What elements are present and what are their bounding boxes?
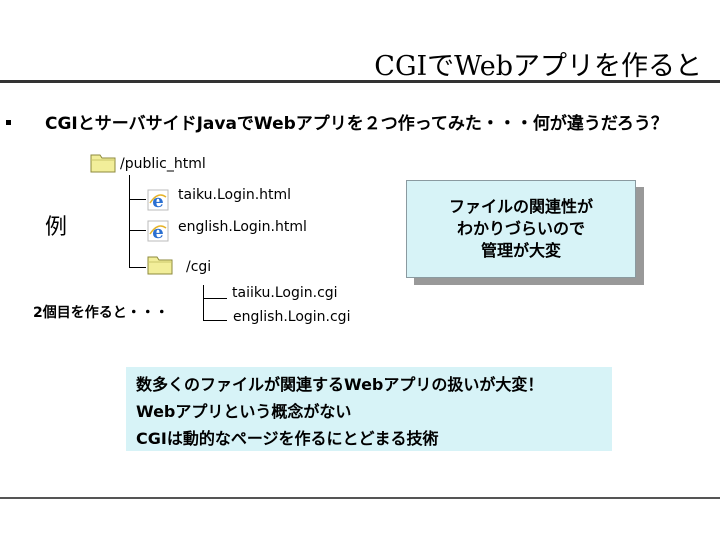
bullet-text: CGIとサーバサイドJavaでWebアプリを２つ作ってみた・・・何が違うだろう？	[45, 114, 668, 134]
root-folder-label: /public_html	[120, 156, 206, 172]
folder-icon	[147, 256, 173, 275]
svg-text:e: e	[152, 222, 163, 242]
tree-line	[203, 285, 204, 321]
summary-line: 数多くのファイルが関連するWebアプリの扱いが大変！	[136, 375, 544, 394]
title-divider	[0, 80, 720, 83]
tree-line	[129, 199, 146, 200]
svg-text:e: e	[152, 191, 163, 211]
file-label-taiku-login-html: taiku.Login.html	[178, 187, 292, 203]
callout-line: ファイルの関連性が	[448, 197, 593, 216]
tree-line	[129, 230, 146, 231]
footer-divider	[0, 497, 720, 499]
summary-box: 数多くのファイルが関連するWebアプリの扱いが大変！ Webアプリという概念がな…	[126, 367, 612, 451]
callout-line: 管理が大変	[480, 241, 561, 260]
slide-title: CGIでWebアプリを作ると	[374, 51, 702, 82]
tree-line	[203, 320, 227, 321]
tree-line	[203, 298, 227, 299]
folder-icon	[90, 154, 116, 173]
second-app-label: 2個目を作ると・・・	[33, 305, 169, 321]
cgi-folder-label: /cgi	[186, 259, 212, 275]
tree-line	[129, 175, 130, 268]
summary-line: CGIは動的なページを作るにとどまる技術	[136, 429, 439, 448]
summary-line: Webアプリという概念がない	[136, 402, 352, 421]
internet-explorer-icon: e	[147, 189, 169, 211]
bullet-marker	[6, 120, 11, 125]
example-label: 例	[45, 215, 68, 240]
callout-box: ファイルの関連性が わかりづらいので 管理が大変	[406, 180, 636, 278]
file-label-english-login-html: english.Login.html	[178, 219, 307, 235]
tree-line	[129, 267, 146, 268]
file-label-taiiku-login-cgi: taiiku.Login.cgi	[232, 285, 338, 301]
callout-line: わかりづらいので	[456, 219, 585, 238]
file-label-english-login-cgi: english.Login.cgi	[233, 309, 351, 325]
internet-explorer-icon: e	[147, 220, 169, 242]
